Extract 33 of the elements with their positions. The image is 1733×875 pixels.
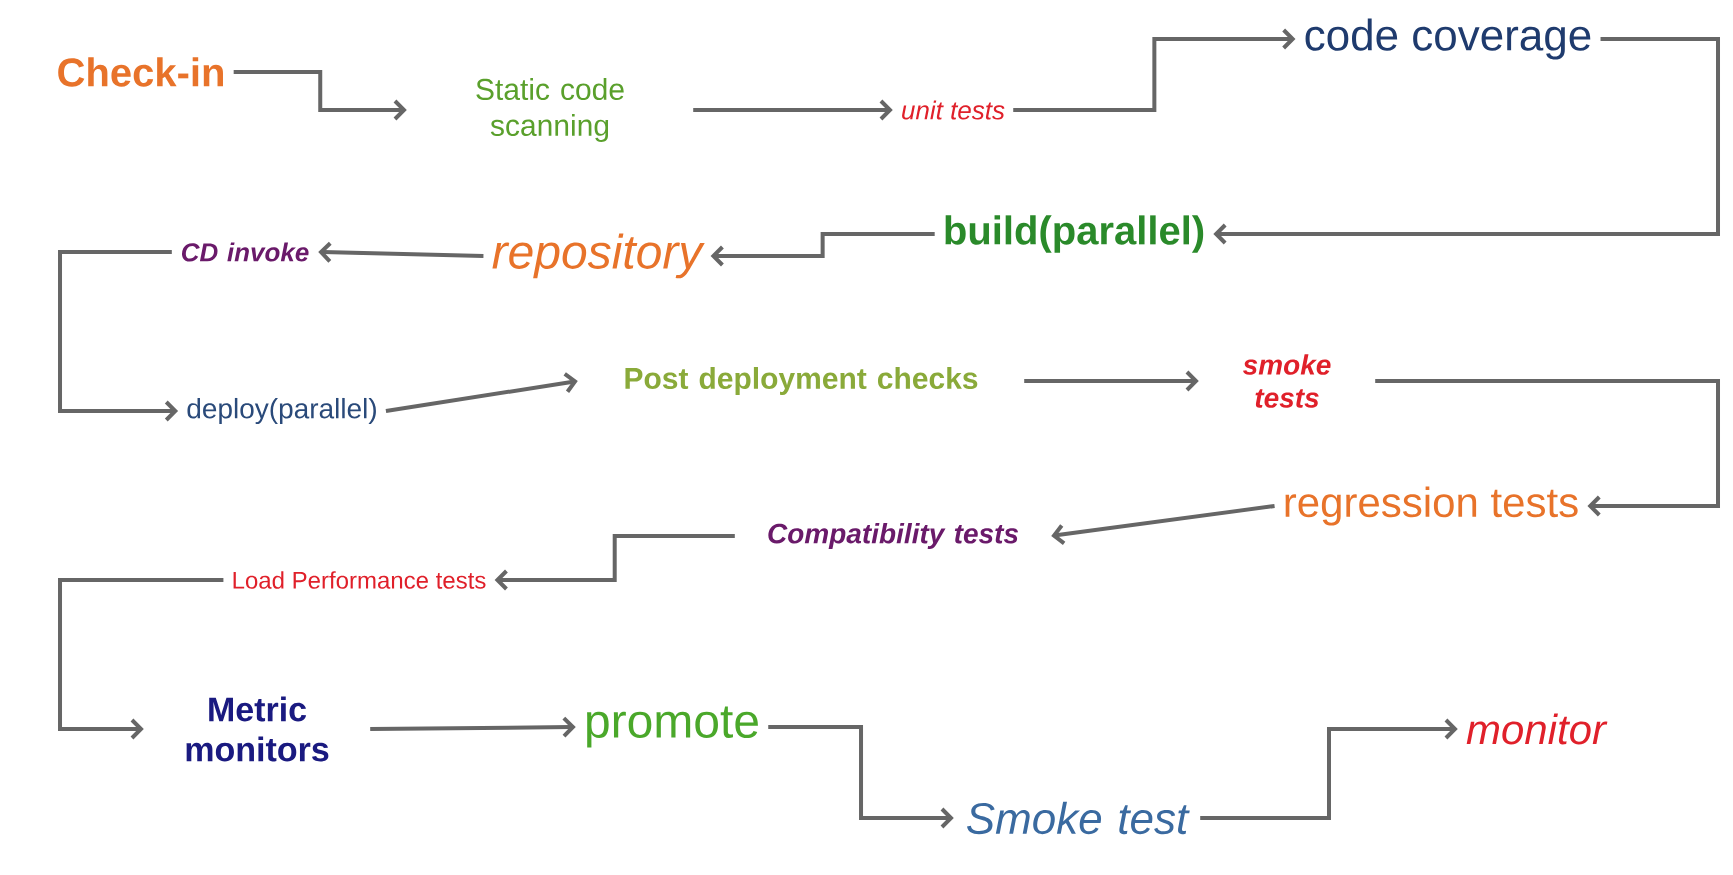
step-label: promote — [587, 706, 758, 748]
arrow — [318, 241, 484, 263]
step-label: unit tests — [902, 100, 1005, 120]
step-label: deploy(parallel) — [187, 397, 376, 425]
arrow — [1051, 504, 1275, 545]
step-label: Compatibility tests — [768, 522, 1019, 550]
arrow — [1375, 379, 1720, 517]
step-label: Smoke test — [967, 801, 1190, 835]
step-label: code coverage — [1305, 18, 1591, 60]
step-label: repository — [492, 233, 705, 279]
step-label: build(parallel) — [945, 215, 1204, 253]
arrow — [370, 716, 576, 738]
arrow — [1200, 718, 1458, 820]
step-label: Metric monitors — [186, 696, 329, 762]
step-label: Static code scanning — [476, 78, 624, 142]
step-label: Load Performance tests — [233, 571, 486, 589]
arrow — [1024, 370, 1199, 392]
arrow — [494, 534, 735, 591]
arrow — [58, 250, 179, 422]
arrow — [1013, 28, 1296, 112]
step-label: smoke tests — [1242, 354, 1331, 408]
step-label: Post deployment checks — [625, 367, 978, 395]
step-label: Check-in — [58, 57, 223, 87]
arrow — [58, 578, 224, 740]
arrow — [1213, 37, 1720, 245]
step-label: monitor — [1466, 713, 1608, 745]
step-label: regression tests — [1285, 486, 1578, 526]
arrow — [233, 70, 407, 121]
arrow — [693, 99, 893, 121]
step-label: CD invoke — [182, 242, 309, 262]
arrow — [385, 372, 578, 413]
arrow — [710, 232, 935, 267]
arrow — [768, 725, 954, 829]
